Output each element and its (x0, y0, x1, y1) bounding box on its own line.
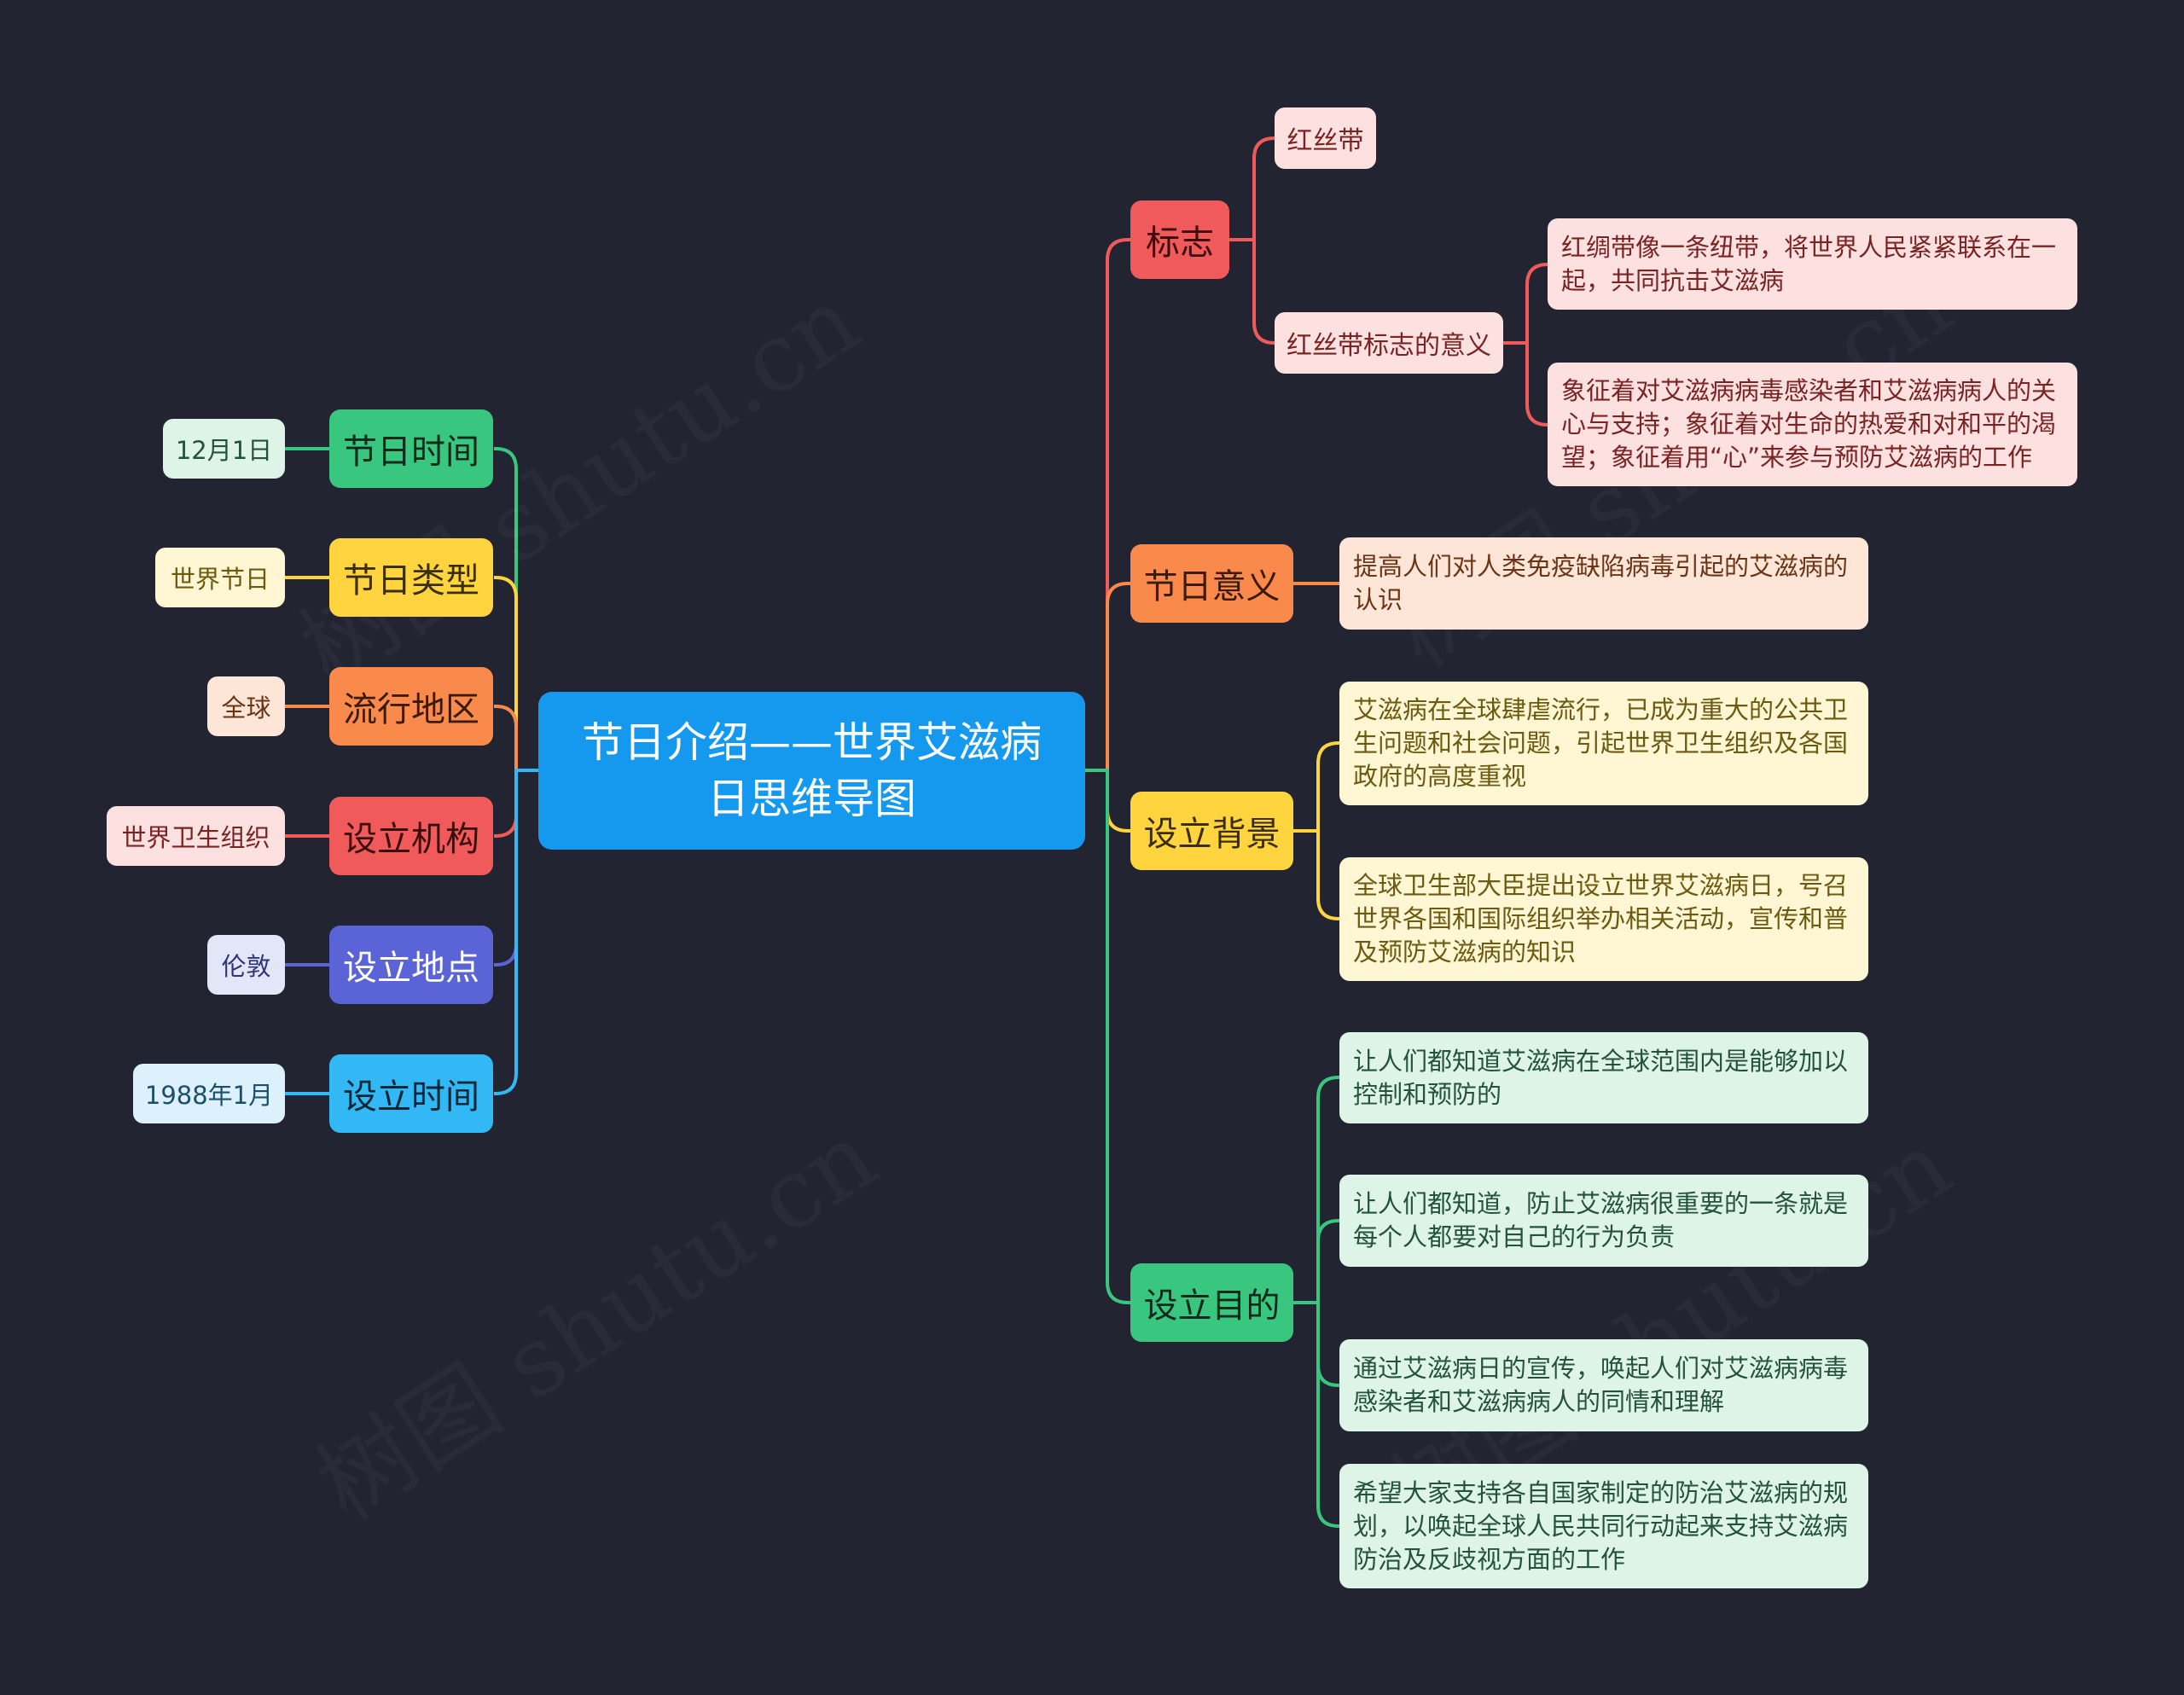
connector (1085, 238, 1130, 772)
detail-background-1[interactable]: 艾滋病在全球肆虐流行，已成为重大的公共卫生问题和社会问题，引起世界卫生组织及各国… (1339, 682, 1868, 805)
connector (1503, 263, 1548, 345)
branch-significance[interactable]: 节日意义 (1130, 544, 1293, 623)
connector (1229, 238, 1275, 345)
leaf-founding-org[interactable]: 世界卫生组织 (107, 806, 285, 866)
branch-symbol[interactable]: 标志 (1130, 200, 1229, 279)
node-ribbon-meaning[interactable]: 红丝带标志的意义 (1275, 312, 1503, 374)
connector (1085, 582, 1130, 772)
branch-founding-place[interactable]: 设立地点 (329, 926, 493, 1004)
detail-background-2[interactable]: 全球卫生部大臣提出设立世界艾滋病日，号召世界各国和国际组织举办相关活动，宣传和普… (1339, 857, 1868, 981)
connector (1293, 1076, 1339, 1304)
leaf-festival-type[interactable]: 世界节日 (155, 548, 285, 607)
connector (494, 769, 538, 1095)
branch-background[interactable]: 设立背景 (1130, 792, 1293, 870)
branch-festival-type[interactable]: 节日类型 (329, 538, 493, 617)
leaf-festival-date[interactable]: 12月1日 (163, 419, 285, 479)
branch-epidemic-region[interactable]: 流行地区 (329, 667, 493, 746)
connector (1293, 741, 1339, 833)
branch-founding-time[interactable]: 设立时间 (329, 1054, 493, 1133)
leaf-founding-place[interactable]: 伦敦 (207, 935, 285, 995)
connector (494, 705, 538, 772)
connector (494, 576, 538, 772)
leaf-epidemic-region[interactable]: 全球 (207, 676, 285, 736)
branch-purpose[interactable]: 设立目的 (1130, 1263, 1293, 1342)
root-node[interactable]: 节日介绍——世界艾滋病日思维导图 (538, 692, 1085, 850)
connector (1293, 1219, 1339, 1304)
connector (1293, 829, 1339, 920)
node-red-ribbon[interactable]: 红丝带 (1275, 107, 1376, 169)
detail-significance-1[interactable]: 提高人们对人类免疫缺陷病毒引起的艾滋病的认识 (1339, 537, 1868, 630)
connector (1503, 341, 1548, 427)
leaf-founding-time[interactable]: 1988年1月 (133, 1064, 285, 1123)
connector (1229, 136, 1275, 241)
detail-purpose-1[interactable]: 让人们都知道艾滋病在全球范围内是能够加以控制和预防的 (1339, 1032, 1868, 1123)
detail-ribbon-meaning-1[interactable]: 红绸带像一条纽带，将世界人民紧紧联系在一起，共同抗击艾滋病 (1548, 218, 2077, 310)
detail-purpose-3[interactable]: 通过艾滋病日的宣传，唤起人们对艾滋病病毒感染者和艾滋病病人的同情和理解 (1339, 1339, 1868, 1431)
connector (1085, 769, 1130, 1304)
connector (494, 447, 538, 772)
branch-founding-org[interactable]: 设立机构 (329, 797, 493, 875)
detail-purpose-4[interactable]: 希望大家支持各自国家制定的防治艾滋病的规划，以唤起全球人民共同行动起来支持艾滋病… (1339, 1464, 1868, 1588)
detail-ribbon-meaning-2[interactable]: 象征着对艾滋病病毒感染者和艾滋病病人的关心与支持；象征着对生命的热爱和对和平的渴… (1548, 363, 2077, 486)
branch-festival-date[interactable]: 节日时间 (329, 409, 493, 488)
detail-purpose-2[interactable]: 让人们都知道，防止艾滋病很重要的一条就是每个人都要对自己的行为负责 (1339, 1175, 1868, 1267)
connector (1293, 1301, 1339, 1528)
